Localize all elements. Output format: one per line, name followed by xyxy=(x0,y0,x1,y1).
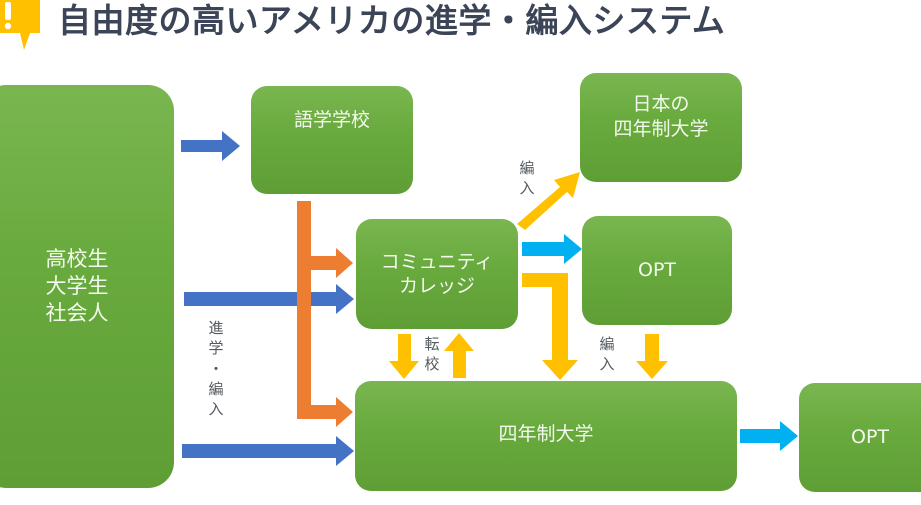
arrow-source-to-language-school xyxy=(181,131,240,161)
arrow-cc-down-to-four-year xyxy=(389,334,419,379)
node-source: 高校生 大学生 社会人 xyxy=(0,85,174,488)
arrow-four-year-up-to-cc xyxy=(444,333,474,378)
node-four-year-university: 四年制大学 xyxy=(355,381,737,491)
arrow-opt-to-four-year-university xyxy=(636,334,668,379)
node-japan-university-label: 日本の 四年制大学 xyxy=(613,93,709,140)
node-language-school-label: 語学学校 xyxy=(293,108,370,131)
node-four-year-university-label: 四年制大学 xyxy=(498,422,594,445)
label-transfer-to-japan: 編 入 xyxy=(519,159,535,198)
arrow-cc-to-opt xyxy=(522,234,582,264)
node-opt-cc-label: OPT xyxy=(637,259,677,282)
node-community-college-label: コミュニティ カレッジ xyxy=(380,250,494,297)
arrow-four-year-to-opt xyxy=(740,421,798,451)
node-community-college: コミュニティ カレッジ xyxy=(356,219,518,329)
label-transfer-from-opt: 編 入 xyxy=(599,335,615,374)
label-enroll-transfer: 進 学 ・ 編 入 xyxy=(208,319,224,418)
node-language-school: 語学学校 xyxy=(251,86,413,194)
alert-icon xyxy=(0,0,40,50)
arrow-cc-to-four-year-university xyxy=(522,273,578,380)
node-japan-university: 日本の 四年制大学 xyxy=(580,73,742,182)
node-source-label: 高校生 大学生 社会人 xyxy=(45,247,109,325)
label-transfer-school: 転 校 xyxy=(424,335,440,374)
arrow-cc-to-japan-university xyxy=(517,172,580,230)
page-title: 自由度の高いアメリカの進学・編入システム xyxy=(58,1,726,40)
arrow-source-to-community-college xyxy=(184,284,354,314)
node-opt-cc: OPT xyxy=(582,216,732,325)
node-opt-final-label: OPT xyxy=(851,426,890,449)
node-opt-final: OPT xyxy=(799,383,921,492)
arrow-source-to-four-year-university xyxy=(182,436,354,466)
arrow-language-school-to-colleges xyxy=(297,201,353,427)
